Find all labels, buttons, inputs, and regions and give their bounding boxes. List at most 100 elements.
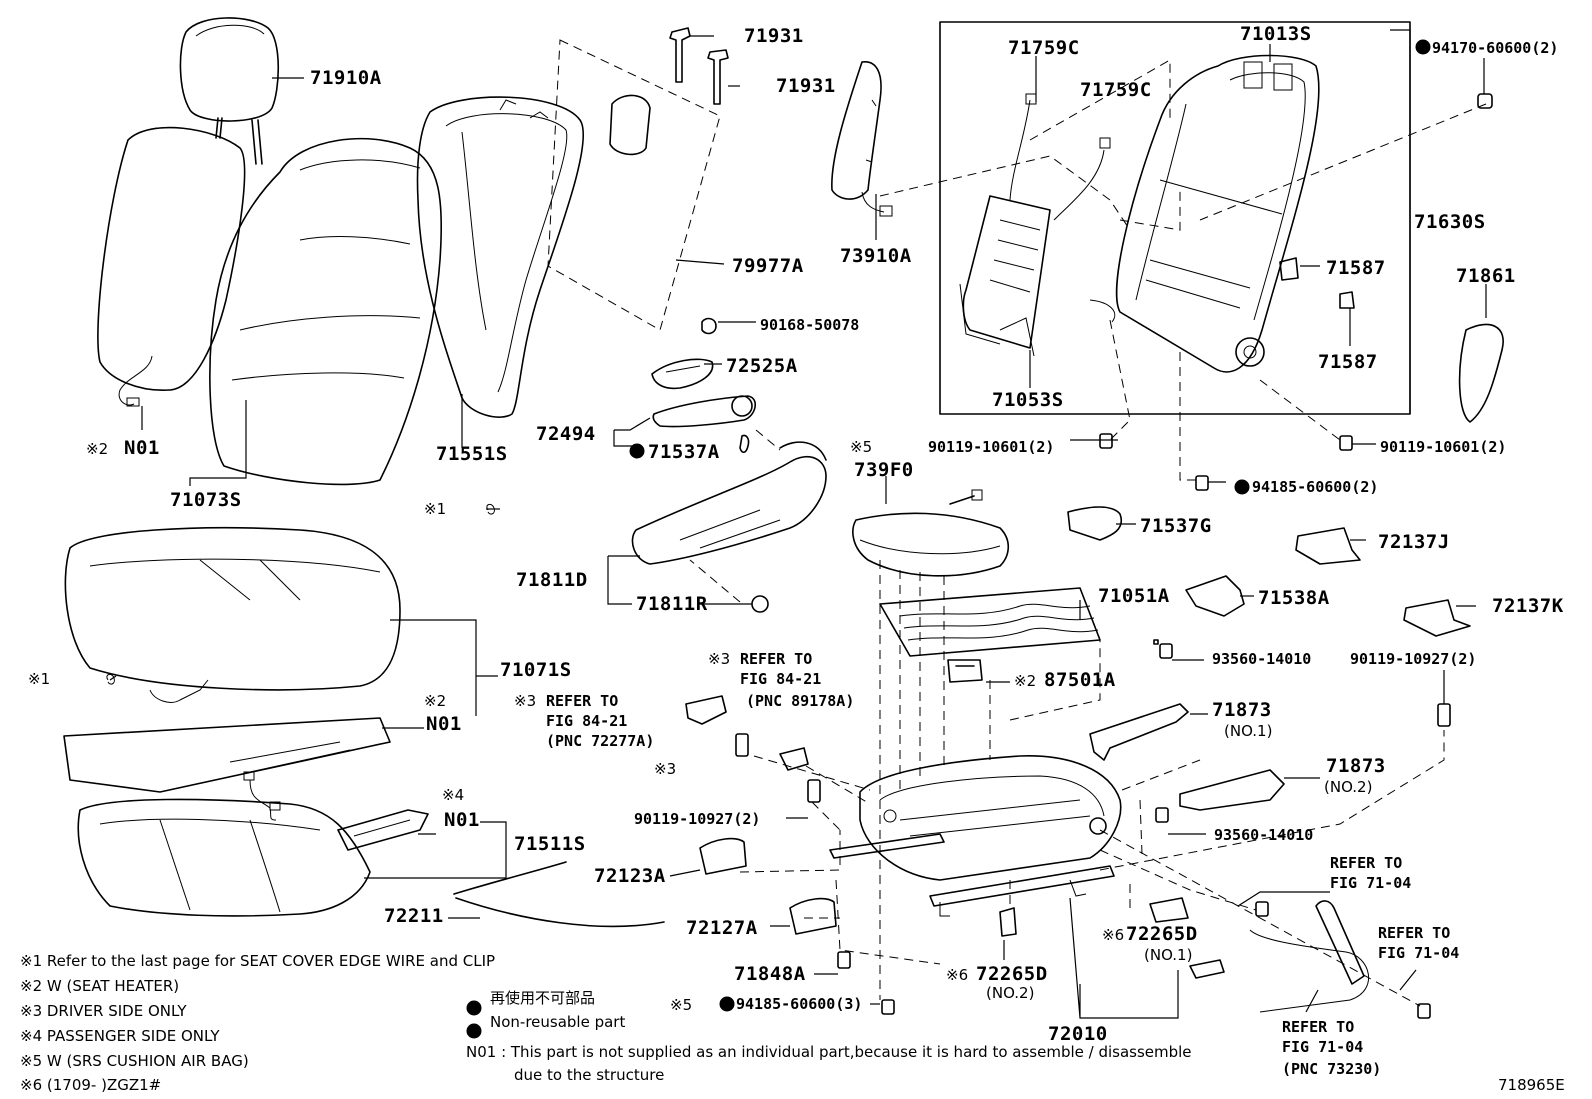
label-90119-10601-a: 90119-10601(2) xyxy=(928,438,1054,456)
mark-3-c: ※3 xyxy=(654,760,676,778)
label-72137K: 72137K xyxy=(1492,595,1564,617)
refer-1-line3: (PNC 89178A) xyxy=(746,692,854,710)
mark-2-a: ※2 xyxy=(86,440,108,458)
non-reusable-dots xyxy=(466,39,1431,1039)
label-72010: 72010 xyxy=(1048,1023,1108,1045)
label-72265D-a-no2: (NO.2) xyxy=(986,984,1034,1002)
seatback-frame-drawing xyxy=(1089,54,1355,373)
side-airbag-drawing xyxy=(831,61,893,217)
refer-2-line3: (PNC 72277A) xyxy=(546,732,654,750)
label-N01-b: N01 xyxy=(426,713,462,735)
note-1: ※1 Refer to the last page for SEAT COVER… xyxy=(20,952,495,970)
label-90119-10601-b: 90119-10601(2) xyxy=(1380,438,1506,456)
label-72211: 72211 xyxy=(384,905,444,927)
label-93560-14010-a: 93560-14010 xyxy=(1212,650,1311,668)
seat-heater-drawing xyxy=(63,717,391,821)
n01-note-line2: due to the structure xyxy=(514,1066,664,1084)
label-90119-10927-a: 90119-10927(2) xyxy=(1350,650,1476,668)
label-71051A: 71051A xyxy=(1098,585,1170,607)
seat-spring-drawing xyxy=(879,587,1101,657)
seatback-foam-drawing xyxy=(416,96,585,418)
label-72525A: 72525A xyxy=(726,355,798,377)
footnotes: ※1 Refer to the last page for SEAT COVER… xyxy=(20,952,1565,1094)
label-93560-14010-b: 93560-14010 xyxy=(1214,826,1313,844)
legend-en: Non-reusable part xyxy=(490,1013,625,1031)
occupant-sensor-drawing xyxy=(337,809,429,851)
label-71630S: 71630S xyxy=(1414,211,1486,233)
label-72137J: 72137J xyxy=(1378,531,1450,553)
label-90119-10927-b: 90119-10927(2) xyxy=(634,810,760,828)
label-71511S: 71511S xyxy=(514,833,586,855)
label-94170-60600: 94170-60600(2) xyxy=(1432,39,1558,57)
n01-note-line1: N01 : This part is not supplied as an in… xyxy=(466,1043,1192,1061)
refer-4-line2: FIG 71-04 xyxy=(1378,944,1459,962)
note-4: ※4 PASSENGER SIDE ONLY xyxy=(20,1027,220,1045)
mark-1-a: ※1 xyxy=(424,500,446,518)
lumbar-support-drawing xyxy=(959,93,1111,357)
mark-5-b: ※5 xyxy=(670,996,692,1014)
label-71931-b: 71931 xyxy=(776,75,836,97)
label-71013S: 71013S xyxy=(1240,23,1312,45)
leader-lines xyxy=(109,29,1487,1019)
note-3: ※3 DRIVER SIDE ONLY xyxy=(20,1002,187,1020)
mark-4: ※4 xyxy=(442,786,464,804)
label-73910A: 73910A xyxy=(840,245,912,267)
label-71537G: 71537G xyxy=(1140,515,1212,537)
label-72494: 72494 xyxy=(536,423,596,445)
label-71811D: 71811D xyxy=(516,569,588,591)
label-71873-a-no1: (NO.1) xyxy=(1224,722,1272,740)
mark-1-b: ※1 xyxy=(28,670,50,688)
side-shield-drawing xyxy=(631,441,827,613)
label-71073S: 71073S xyxy=(170,489,242,511)
refer-4-line1: REFER TO xyxy=(1378,924,1450,942)
seat-cushion-foam-drawing xyxy=(77,798,371,917)
label-71053S: 71053S xyxy=(992,389,1064,411)
cover-71861-drawing xyxy=(1458,323,1504,423)
label-71551S: 71551S xyxy=(436,443,508,465)
label-N01-c: N01 xyxy=(444,809,480,831)
label-71587-b: 71587 xyxy=(1318,351,1378,373)
part-number-labels: 71910A 71931 71931 71759C 71759C 71013S … xyxy=(124,23,1564,1045)
mark-6-a: ※6 xyxy=(946,966,968,984)
label-71071S: 71071S xyxy=(500,659,572,681)
label-71811R: 71811R xyxy=(636,593,708,615)
refer-to-blocks: REFER TO FIG 84-21 (PNC 89178A) REFER TO… xyxy=(546,650,1459,1078)
reference-marks: ※2 ※1 ※1 ※2 ※5 ※3 ※3 ※3 ※2 ※4 ※6 ※6 ※5 xyxy=(28,438,1124,1014)
seatback-pad-drawing xyxy=(97,126,246,407)
diagram-id: 718965E xyxy=(1498,1076,1565,1094)
refer-1-line1: REFER TO xyxy=(740,650,812,668)
label-72123A: 72123A xyxy=(594,865,666,887)
note-6: ※6 (1709- )ZGZ1# xyxy=(20,1076,161,1094)
refer-5-line3: (PNC 73230) xyxy=(1282,1060,1381,1078)
mark-2-c: ※2 xyxy=(1014,672,1036,690)
label-71931-a: 71931 xyxy=(744,25,804,47)
mark-5: ※5 xyxy=(850,438,872,456)
clips-71931-drawing xyxy=(669,27,740,105)
note-5: ※5 W (SRS CUSHION AIR BAG) xyxy=(20,1052,249,1070)
label-71861: 71861 xyxy=(1456,265,1516,287)
label-72265D-a: 72265D xyxy=(976,963,1048,985)
label-71759C-a: 71759C xyxy=(1008,37,1080,59)
edge-wire-drawing xyxy=(453,861,665,928)
label-71910A: 71910A xyxy=(310,67,382,89)
note-2: ※2 W (SEAT HEATER) xyxy=(20,977,179,995)
label-71873-b-no2: (NO.2) xyxy=(1324,778,1372,796)
label-71848A: 71848A xyxy=(734,963,806,985)
refer-2-line2: FIG 84-21 xyxy=(546,712,627,730)
mark-6-b: ※6 xyxy=(1102,926,1124,944)
fasteners-drawing xyxy=(735,93,1493,1019)
connector-87501A-drawing xyxy=(947,659,983,683)
label-87501A: 87501A xyxy=(1044,669,1116,691)
label-90168-50078: 90168-50078 xyxy=(760,316,859,334)
label-72127A: 72127A xyxy=(686,917,758,939)
mark-2-b: ※2 xyxy=(424,692,446,710)
label-71538A: 71538A xyxy=(1258,587,1330,609)
label-94185-60600-2: 94185-60600(2) xyxy=(1252,478,1378,496)
label-71873-a: 71873 xyxy=(1212,699,1272,721)
back-board-drawing xyxy=(547,39,721,331)
refer-1-line2: FIG 84-21 xyxy=(740,670,821,688)
label-739F0: 739F0 xyxy=(854,459,914,481)
refer-5-line1: REFER TO xyxy=(1282,1018,1354,1036)
label-79977A: 79977A xyxy=(732,255,804,277)
